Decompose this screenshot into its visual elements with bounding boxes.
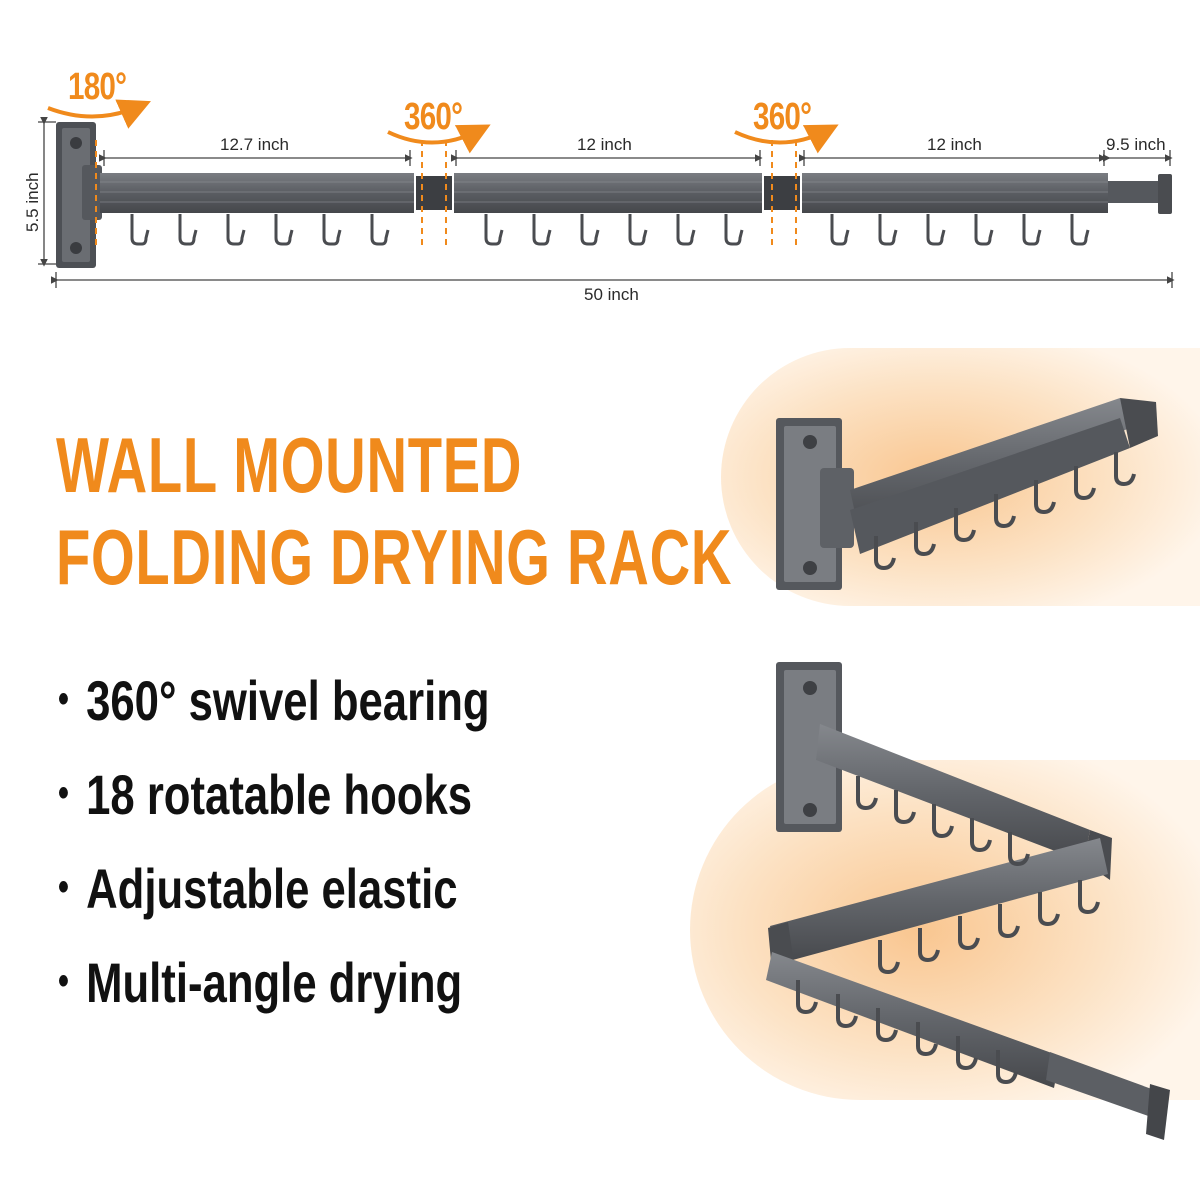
feature-text: 18 rotatable hooks <box>86 763 473 826</box>
feature-text: Adjustable elastic <box>86 857 458 920</box>
feature-text: 360° swivel bearing <box>86 669 490 732</box>
feature-item: • Multi-angle drying <box>58 950 462 1015</box>
angle-label-joint-1: 360° <box>404 96 463 138</box>
hook-icon <box>532 214 552 246</box>
dimension-diagram: 5.5 inch <box>23 99 1175 288</box>
folded-rack-illustration <box>776 398 1158 590</box>
hook-icon <box>874 536 896 571</box>
hook-icon <box>894 790 916 825</box>
extended-rack-illustration <box>766 662 1170 1140</box>
hook-icon <box>856 776 878 811</box>
hook-icon <box>836 994 858 1029</box>
segment-label-2: 12 inch <box>577 135 632 154</box>
hook-icon <box>958 916 980 951</box>
hook-icon <box>226 214 246 246</box>
feature-item: • Adjustable elastic <box>58 856 458 921</box>
wall-plate <box>56 122 102 268</box>
headline-line-2: FOLDING DRYING RACK <box>56 513 733 601</box>
hook-icon <box>580 214 600 246</box>
total-length-label: 50 inch <box>584 285 639 304</box>
hook-icon <box>1070 214 1090 246</box>
bullet-icon: • <box>58 864 69 909</box>
dimension-lines <box>38 116 1175 288</box>
hook-icon <box>370 214 390 246</box>
hook-icon <box>1008 832 1030 867</box>
hook-icon <box>830 214 850 246</box>
segment-label-1: 12.7 inch <box>220 135 289 154</box>
rack-bar <box>100 173 1172 214</box>
bullet-icon: • <box>58 958 69 1003</box>
hook-icon <box>796 980 818 1015</box>
hook-icon <box>1114 452 1136 487</box>
hook-icon <box>178 214 198 246</box>
hook-icon <box>956 1036 978 1071</box>
feature-item: • 360° swivel bearing <box>58 668 490 733</box>
hook-icon <box>914 522 936 557</box>
hook-icon <box>676 214 696 246</box>
hook-icon <box>724 214 744 246</box>
hook-icon <box>1074 466 1096 501</box>
bullet-icon: • <box>58 770 69 815</box>
angle-label-joint-2: 360° <box>753 96 812 138</box>
hook-icon <box>484 214 504 246</box>
hooks-row <box>130 214 1090 246</box>
bullet-icon: • <box>58 676 69 721</box>
glow-panel-extended <box>690 760 1200 1100</box>
hook-icon <box>996 1050 1018 1085</box>
hook-icon <box>954 508 976 543</box>
rotation-axes <box>95 140 797 248</box>
segment-label-3: 12 inch <box>927 135 982 154</box>
hook-icon <box>994 494 1016 529</box>
hook-icon <box>876 1008 898 1043</box>
hook-icon <box>1034 480 1056 515</box>
hook-icon <box>916 1022 938 1057</box>
hook-icon <box>878 214 898 246</box>
height-label: 5.5 inch <box>23 172 42 232</box>
rotation-arcs <box>47 99 839 154</box>
product-illustrations <box>690 348 1200 1140</box>
hook-icon <box>932 804 954 839</box>
angle-label-hinge: 180° <box>68 66 127 108</box>
hook-icon <box>130 214 150 246</box>
hook-icon <box>1078 880 1100 915</box>
hook-icon <box>274 214 294 246</box>
feature-item: • 18 rotatable hooks <box>58 762 472 827</box>
hook-icon <box>322 214 342 246</box>
feature-text: Multi-angle drying <box>86 951 463 1014</box>
headline-line-1: WALL MOUNTED <box>56 421 523 509</box>
hook-icon <box>1022 214 1042 246</box>
hook-icon <box>628 214 648 246</box>
hook-icon <box>878 940 900 975</box>
hook-icon <box>974 214 994 246</box>
hook-icon <box>998 904 1020 939</box>
hook-icon <box>926 214 946 246</box>
hook-icon <box>918 928 940 963</box>
segment-label-4: 9.5 inch <box>1106 135 1166 154</box>
hook-icon <box>1038 892 1060 927</box>
hook-icon <box>970 818 992 853</box>
